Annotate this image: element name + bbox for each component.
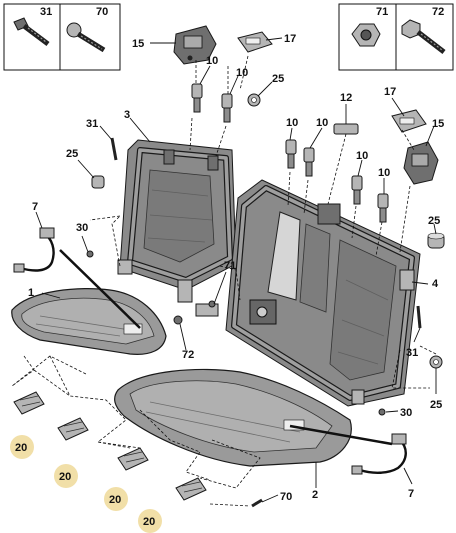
screw-70 [251, 498, 263, 508]
callout-20-a: 20 [15, 442, 27, 454]
headrest-guide-10a [191, 83, 203, 113]
callout-10-f: 10 [378, 167, 390, 179]
callout-25-b: 25 [66, 148, 78, 160]
callout-15-right: 15 [432, 118, 444, 130]
inset-box-left: 31 70 [3, 3, 121, 71]
clip-25-a [247, 93, 261, 107]
highlight-20-b [54, 464, 78, 488]
headrest-guide-10e [351, 175, 363, 205]
backrest-left-part-3 [117, 139, 237, 303]
highlight-20-d [138, 509, 162, 533]
dashed-guides [11, 55, 437, 507]
callout-17-right: 17 [384, 86, 396, 98]
clip-25-b [91, 175, 105, 189]
bolt-31-a [110, 137, 118, 161]
bolt-31-b [416, 305, 422, 329]
highlight-20-c [104, 487, 128, 511]
latch-15-right [403, 141, 439, 185]
clip-20-d [175, 477, 207, 501]
harness-7-right [289, 424, 407, 475]
callout-31-b: 31 [406, 347, 418, 359]
callout-7-right: 7 [408, 488, 414, 500]
headrest-guide-10b [221, 93, 233, 123]
latch-15-left [173, 25, 217, 65]
clip-25-d [429, 355, 443, 369]
callout-25-a: 25 [272, 73, 284, 85]
callout-72: 72 [182, 349, 194, 361]
callout-10-b: 10 [236, 67, 248, 79]
inset-label-70: 70 [96, 6, 108, 18]
callout-25-d: 25 [430, 399, 442, 411]
bolt-72-icon [401, 19, 446, 54]
callout-7-left: 7 [32, 201, 38, 213]
callout-31-a: 31 [86, 118, 98, 130]
highlight-20-a [10, 435, 34, 459]
callout-30-right: 30 [400, 407, 412, 419]
callout-70: 70 [280, 491, 292, 503]
callout-1: 1 [28, 287, 34, 299]
bezel-17-left [237, 31, 273, 53]
callout-4: 4 [432, 278, 439, 290]
callout-71: 71 [224, 260, 236, 272]
callout-2: 2 [312, 489, 318, 501]
callout-15-left: 15 [132, 38, 144, 50]
callout-10-e: 10 [356, 150, 368, 162]
clip-20-a [13, 391, 45, 415]
callout-10-a: 10 [206, 55, 218, 67]
inset-box-right: 71 72 [338, 3, 454, 71]
clip-20-c [117, 447, 149, 471]
headrest-guide-10c [285, 139, 297, 169]
callout-10-c: 10 [286, 117, 298, 129]
callout-17-left: 17 [284, 33, 296, 45]
callout-30-left: 30 [76, 222, 88, 234]
nut-30-right [378, 408, 386, 416]
harness-7-left [13, 227, 141, 329]
inset-label-72: 72 [432, 6, 444, 18]
callout-20-d: 20 [143, 516, 155, 528]
inset-label-71: 71 [376, 6, 388, 18]
bezel-17-right [391, 109, 427, 133]
screw-31-icon [13, 17, 50, 46]
callout-20-c: 20 [109, 494, 121, 506]
seat-cushion-part-1 [11, 288, 167, 355]
headrest-guide-10d [303, 147, 315, 177]
backrest-right-part-4 [225, 179, 421, 407]
callout-10-d: 10 [316, 117, 328, 129]
callout-3: 3 [124, 109, 130, 121]
bracket-71-72 [173, 300, 219, 325]
callout-12: 12 [340, 92, 352, 104]
inset-label-31: 31 [40, 6, 52, 18]
callout-25-c: 25 [428, 215, 440, 227]
headrest-guide-10f [377, 193, 389, 223]
leader-lines [35, 37, 437, 503]
screw-70-icon [66, 22, 106, 53]
strap-12 [333, 123, 359, 135]
nut-71-icon [351, 23, 381, 47]
callout-20-b: 20 [59, 471, 71, 483]
plug-25-c [427, 232, 445, 249]
clip-20-b [57, 417, 89, 441]
nut-30-left [86, 250, 94, 258]
